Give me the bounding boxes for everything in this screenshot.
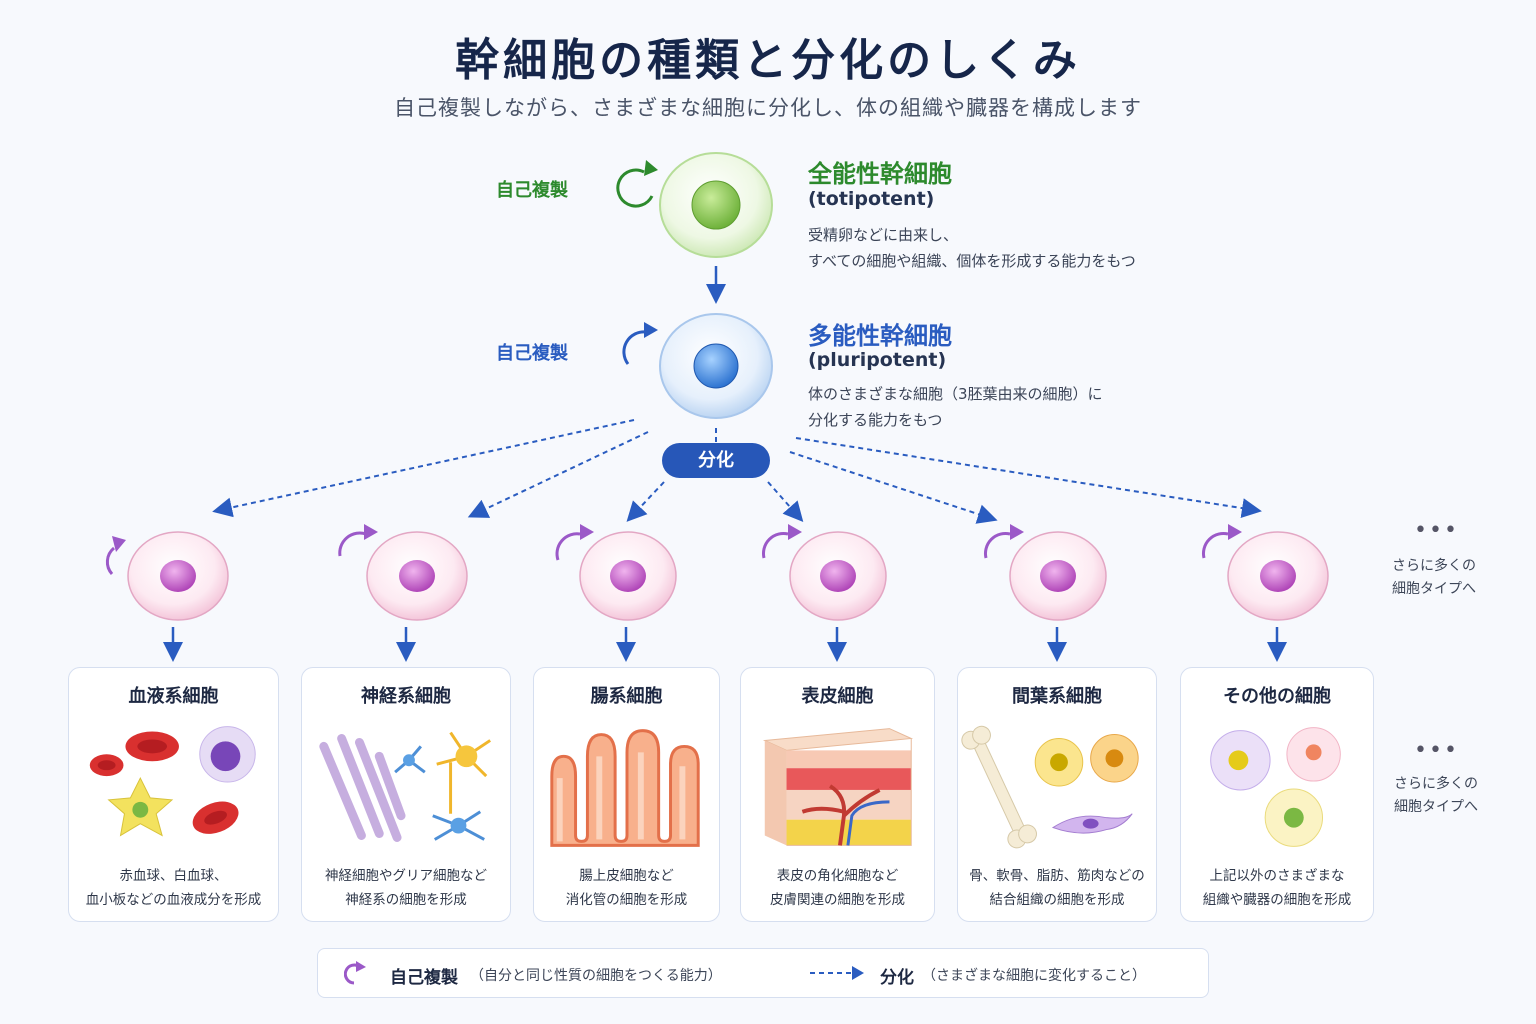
card-epidermal: 表皮細胞 表皮の角化細胞など 皮膚関連の細胞を形成 bbox=[740, 667, 935, 922]
pluripotent-desc-line1: 体のさまざまな細胞（3胚葉由来の細胞）に bbox=[808, 385, 1103, 403]
differentiation-legend-arrow-icon bbox=[810, 966, 864, 980]
card-desc: 神経細胞やグリア細胞など 神経系の細胞を形成 bbox=[302, 864, 510, 912]
legend-self-renewal-desc: （自分と同じ性質の細胞をつくる能力） bbox=[470, 968, 722, 984]
bone-fat-muscle-icon bbox=[961, 725, 1139, 849]
card-desc-line2: 血小板などの血液成分を形成 bbox=[85, 892, 262, 908]
card-blood: 血液系細胞 赤血球、白血球、 血小板などの血液成分を形成 bbox=[68, 667, 279, 922]
card-neural: 神経系細胞 神経細胞やグリア細胞など 神経系の細胞を形成 bbox=[301, 667, 511, 922]
card-desc-line1: 表皮の角化細胞など bbox=[776, 868, 899, 884]
legend-differentiation: 分化 bbox=[880, 968, 914, 988]
other-cells-icon bbox=[1210, 727, 1341, 847]
card-desc-line2: 神経系の細胞を形成 bbox=[345, 892, 467, 908]
card-desc-line1: 上記以外のさまざまな bbox=[1209, 868, 1345, 884]
progenitor-cell-4 bbox=[762, 524, 887, 621]
card-intestinal: 腸系細胞 腸上皮細胞など 消化管の細胞を形成 bbox=[533, 667, 720, 922]
card-desc-line1: 骨、軟骨、脂肪、筋肉などの bbox=[969, 868, 1145, 884]
card-desc-line2: 結合組織の細胞を形成 bbox=[989, 892, 1125, 908]
card-desc: 赤血球、白血球、 血小板などの血液成分を形成 bbox=[69, 864, 278, 912]
card-desc: 腸上皮細胞など 消化管の細胞を形成 bbox=[534, 864, 719, 912]
card-desc: 上記以外のさまざまな 組織や臓器の細胞を形成 bbox=[1181, 864, 1373, 912]
totipotent-desc-line1: 受精卵などに由来し、 bbox=[808, 226, 959, 244]
progenitor-cell-6 bbox=[1202, 524, 1329, 621]
progenitor-cells bbox=[105, 524, 1329, 621]
progenitor-cell-1 bbox=[105, 531, 229, 621]
skin-layers-icon bbox=[762, 728, 914, 846]
card-title: 腸系細胞 bbox=[590, 686, 663, 707]
card-title: 血液系細胞 bbox=[128, 686, 219, 707]
pluripotent-en: (pluripotent) bbox=[808, 349, 947, 371]
neuron-icon bbox=[319, 731, 492, 842]
pluripotent-cell bbox=[659, 313, 773, 419]
more-cell-types-upper: さらに多くの 細胞タイプへ bbox=[1378, 555, 1490, 601]
card-title: 神経系細胞 bbox=[361, 686, 451, 707]
pluripotent-desc-line2: 分化する能力をもつ bbox=[808, 411, 943, 429]
totipotent-cell bbox=[659, 152, 773, 258]
card-desc: 骨、軟骨、脂肪、筋肉などの 結合組織の細胞を形成 bbox=[958, 864, 1156, 912]
more-cell-types-lower: さらに多くの 細胞タイプへ bbox=[1378, 773, 1494, 819]
card-desc-line2: 皮膚関連の細胞を形成 bbox=[770, 892, 905, 908]
page-title: 幹細胞の種類と分化のしくみ bbox=[455, 35, 1081, 86]
totipotent-self-renewal-label: 自己複製 bbox=[496, 180, 568, 201]
legend-differentiation-desc: （さまざまな細胞に変化すること） bbox=[922, 968, 1146, 984]
pluripotent-name: 多能性幹細胞 bbox=[808, 322, 952, 350]
legend: 自己複製 （自分と同じ性質の細胞をつくる能力） 分化 （さまざまな細胞に変化する… bbox=[317, 948, 1209, 998]
page-subtitle: 自己複製しながら、さまざまな細胞に分化し、体の組織や臓器を構成します bbox=[394, 96, 1142, 120]
arrows-to-cards bbox=[163, 627, 1287, 662]
totipotent-desc: 受精卵などに由来し、 すべての細胞や組織、個体を形成する能力をもつ bbox=[808, 222, 1136, 274]
progenitor-cell-5 bbox=[984, 524, 1107, 621]
totipotent-desc-line2: すべての細胞や組織、個体を形成する能力をもつ bbox=[808, 252, 1136, 270]
self-renewal-legend-icon bbox=[344, 961, 366, 985]
more-upper-line1: さらに多くの bbox=[1392, 558, 1476, 574]
more-lower-line2: 細胞タイプへ bbox=[1394, 799, 1478, 815]
legend-self-renewal: 自己複製 bbox=[390, 968, 458, 988]
self-renewal-arrow-icon-green bbox=[616, 160, 658, 208]
more-dots-icon: ••• bbox=[1414, 518, 1459, 543]
card-title: その他の細胞 bbox=[1223, 686, 1331, 707]
totipotent-name: 全能性幹細胞 bbox=[808, 160, 952, 188]
totipotent-en: (totipotent) bbox=[808, 188, 935, 210]
card-desc-line2: 組織や臓器の細胞を形成 bbox=[1202, 892, 1352, 908]
progenitor-cell-3 bbox=[555, 524, 677, 621]
card-other: その他の細胞 上記以外のさまざまな 組織や臓器の細胞を形成 bbox=[1180, 667, 1374, 922]
blood-cells-icon bbox=[89, 726, 256, 837]
more-lower-line1: さらに多くの bbox=[1394, 776, 1478, 792]
progenitor-cell-2 bbox=[338, 524, 468, 621]
card-desc: 表皮の角化細胞など 皮膚関連の細胞を形成 bbox=[741, 864, 934, 912]
card-mesenchymal: 間葉系細胞 骨、軟骨、脂肪、筋肉などの 結合組織の細胞を形成 bbox=[957, 667, 1157, 922]
intestinal-villi-icon bbox=[550, 729, 700, 847]
card-desc-line1: 神経細胞やグリア細胞など bbox=[325, 868, 487, 884]
differentiation-arrows bbox=[212, 419, 1262, 524]
card-title: 表皮細胞 bbox=[801, 686, 874, 707]
more-upper-line2: 細胞タイプへ bbox=[1392, 581, 1476, 597]
card-desc-line2: 消化管の細胞を形成 bbox=[565, 892, 688, 908]
pluripotent-self-renewal-label: 自己複製 bbox=[496, 343, 568, 364]
card-desc-line1: 赤血球、白血球、 bbox=[119, 868, 228, 884]
pluripotent-desc: 体のさまざまな細胞（3胚葉由来の細胞）に 分化する能力をもつ bbox=[808, 381, 1103, 433]
card-desc-line1: 腸上皮細胞など bbox=[579, 868, 674, 884]
differentiation-badge: 分化 bbox=[662, 443, 770, 478]
more-dots-icon: ••• bbox=[1414, 738, 1459, 763]
card-title: 間葉系細胞 bbox=[1012, 686, 1102, 707]
self-renewal-arrow-icon-blue bbox=[622, 322, 658, 365]
